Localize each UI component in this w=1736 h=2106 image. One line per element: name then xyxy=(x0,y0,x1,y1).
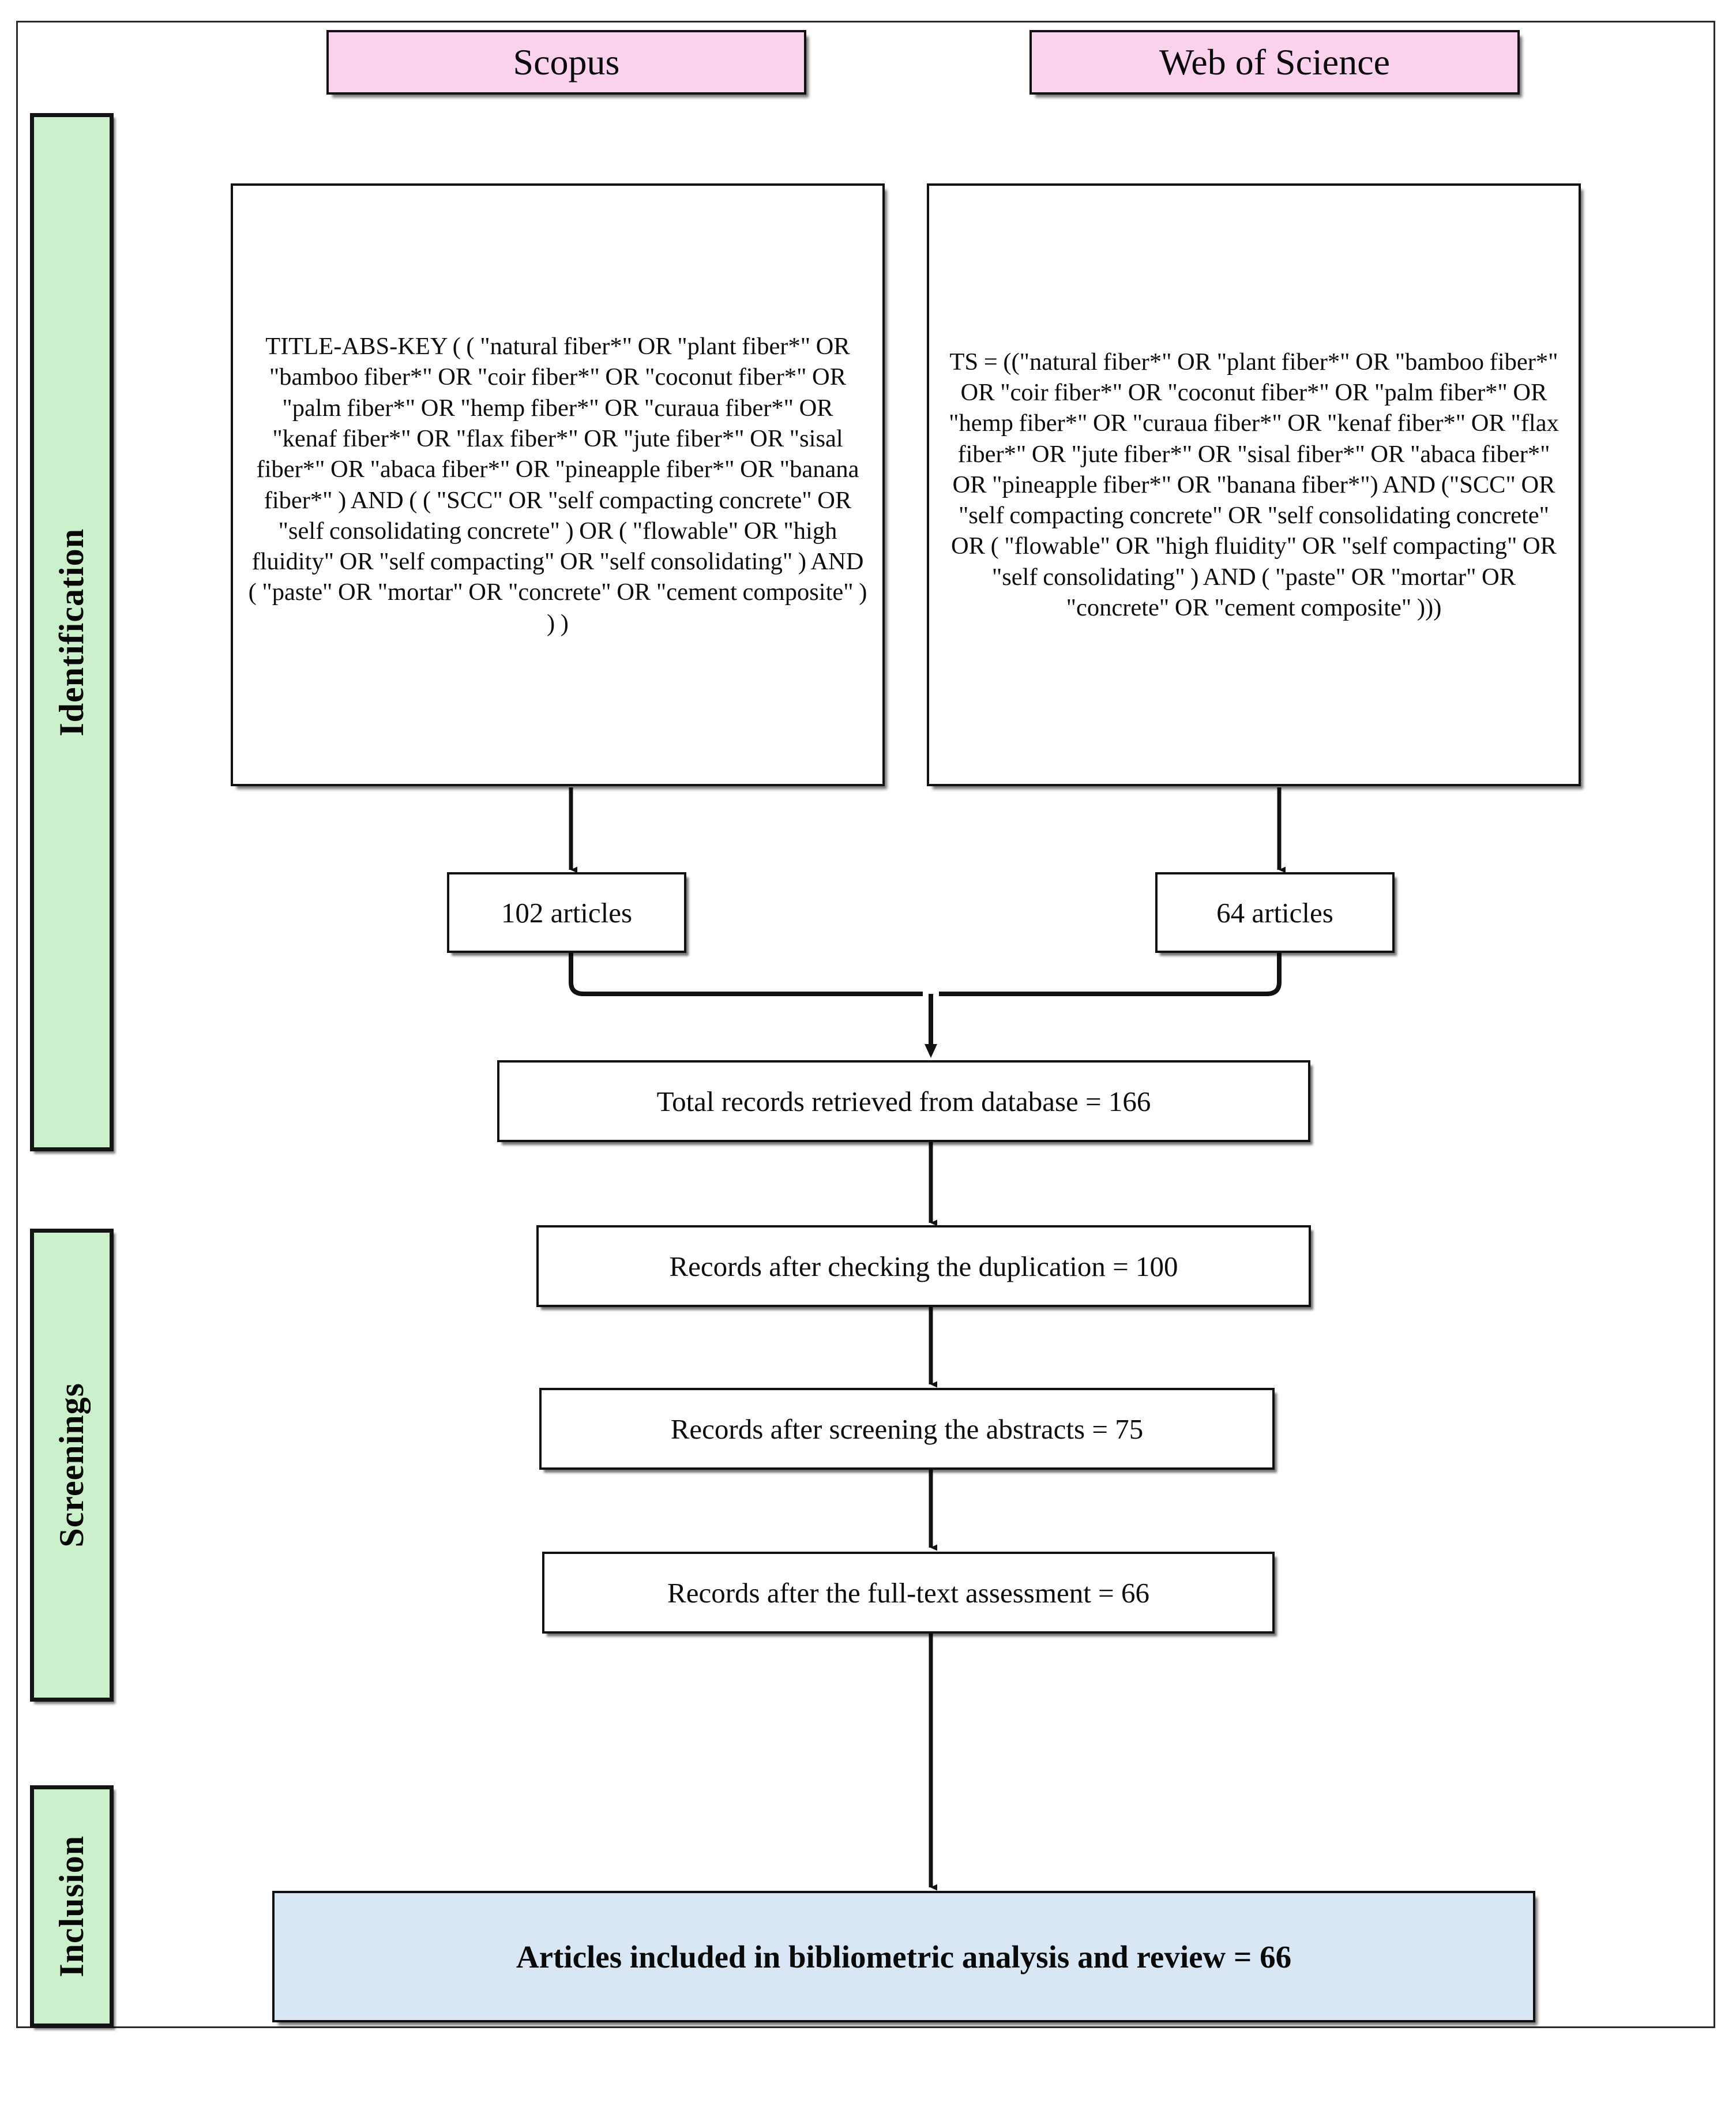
flow-label-after-full-text-assessment: Records after the full-text assessment =… xyxy=(667,1576,1149,1609)
stage-bar-identification: Identification xyxy=(30,113,114,1151)
database-name-scopus: Scopus xyxy=(513,42,620,82)
database-name-web-of-science: Web of Science xyxy=(1159,42,1390,82)
query-text-scopus: TITLE-ABS-KEY ( ( "natural fiber*" OR "p… xyxy=(248,332,867,637)
stage-label-identification: Identification xyxy=(52,528,91,737)
flow-box-after-duplication: Records after checking the duplication =… xyxy=(536,1225,1311,1307)
query-text-web-of-science: TS = (("natural fiber*" OR "plant fiber*… xyxy=(949,348,1559,622)
flow-label-after-abstract-screening: Records after screening the abstracts = … xyxy=(670,1413,1144,1445)
stage-label-inclusion: Inclusion xyxy=(52,1835,91,1977)
flow-label-after-duplication: Records after checking the duplication =… xyxy=(669,1250,1178,1282)
final-inclusion-label: Articles included in bibliometric analys… xyxy=(516,1939,1292,1974)
flow-box-total-records: Total records retrieved from database = … xyxy=(497,1060,1310,1142)
count-label-scopus: 102 articles xyxy=(501,896,633,929)
flow-box-after-abstract-screening: Records after screening the abstracts = … xyxy=(539,1388,1275,1470)
count-label-web-of-science: 64 articles xyxy=(1216,896,1333,929)
query-box-scopus: TITLE-ABS-KEY ( ( "natural fiber*" OR "p… xyxy=(231,183,885,786)
query-box-web-of-science: TS = (("natural fiber*" OR "plant fiber*… xyxy=(927,183,1581,786)
diagram-outer-frame xyxy=(16,21,1715,2028)
stage-bar-inclusion: Inclusion xyxy=(30,1785,114,2028)
count-box-scopus: 102 articles xyxy=(447,872,686,953)
flow-box-after-full-text-assessment: Records after the full-text assessment =… xyxy=(542,1552,1275,1634)
database-header-scopus: Scopus xyxy=(326,30,806,95)
flow-label-total-records: Total records retrieved from database = … xyxy=(656,1085,1151,1117)
final-inclusion-box: Articles included in bibliometric analys… xyxy=(272,1891,1535,2022)
stage-bar-screenings: Screenings xyxy=(30,1229,114,1702)
count-box-web-of-science: 64 articles xyxy=(1155,872,1395,953)
stage-label-screenings: Screenings xyxy=(52,1383,91,1548)
database-header-web-of-science: Web of Science xyxy=(1029,30,1520,95)
